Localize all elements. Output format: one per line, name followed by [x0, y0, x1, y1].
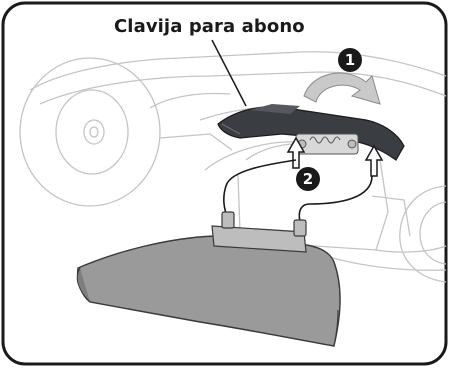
- step-1-badge: 1: [338, 48, 362, 72]
- step-2-badge: 2: [296, 167, 320, 191]
- spring-latch: [296, 134, 358, 154]
- mulching-plug-label: Clavija para abono: [114, 16, 305, 37]
